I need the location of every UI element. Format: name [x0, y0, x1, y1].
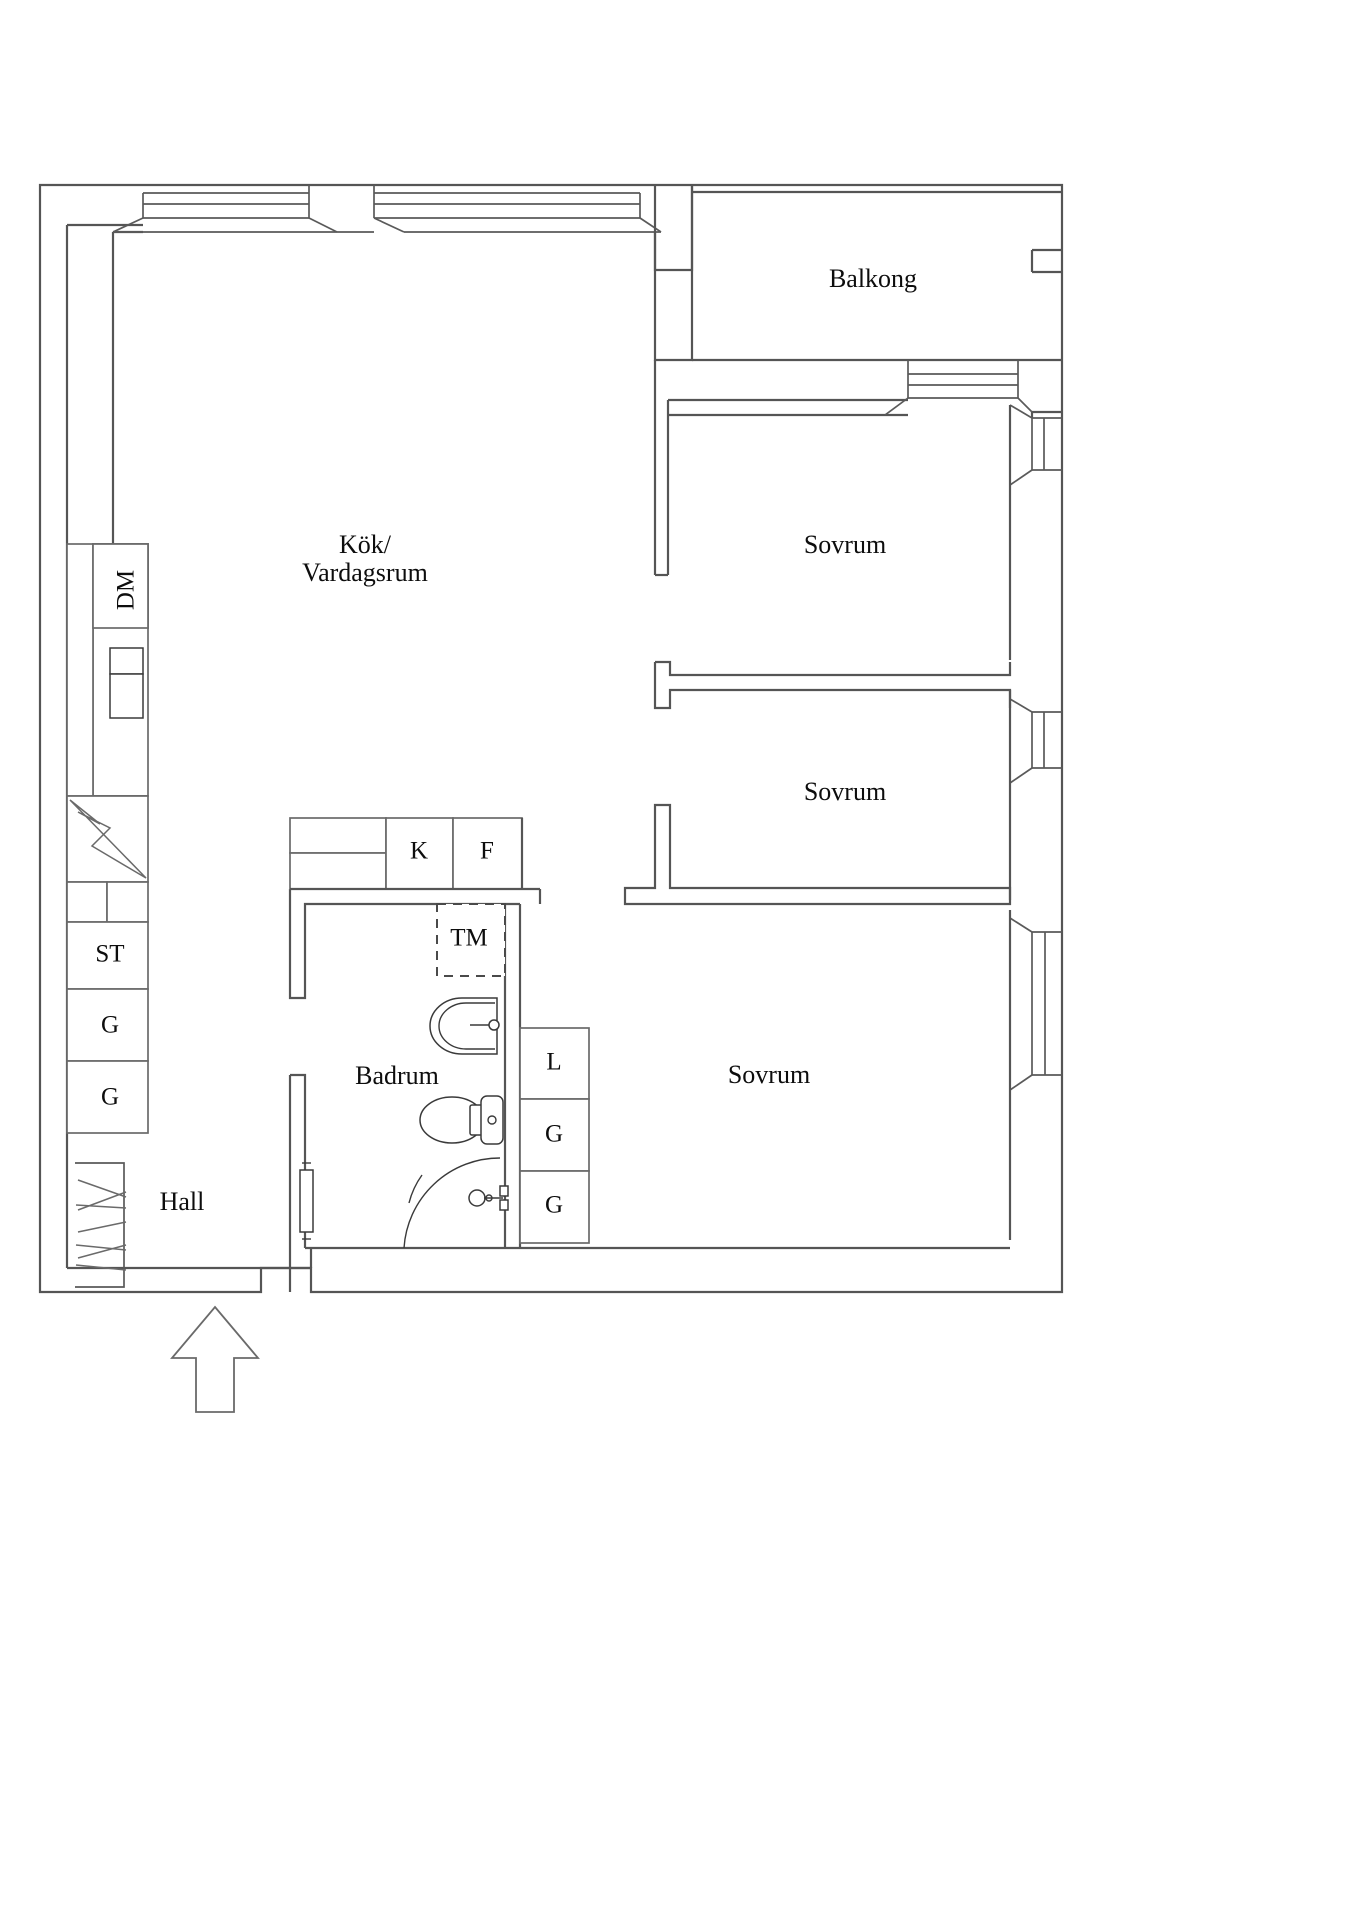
cabinet-top-shelf[interactable] — [289, 817, 387, 854]
washbasin-tap — [488, 1019, 500, 1031]
hall-closet-column — [519, 1027, 590, 1244]
label-st: ST — [95, 941, 124, 968]
wardrobe-unit-g3[interactable] — [519, 1098, 590, 1172]
label-g-kitchen-1: G — [101, 1012, 119, 1039]
entrance-arrow-shape — [170, 1305, 260, 1413]
tumble-dryer-box[interactable] — [436, 903, 506, 977]
label-sovrum-2: Sovrum — [804, 777, 886, 806]
label-l: L — [546, 1049, 561, 1076]
shower-valve-bottom — [499, 1199, 509, 1211]
shower-valve-top — [499, 1185, 509, 1197]
storage-unit-st[interactable] — [66, 921, 149, 990]
bathroom-walls — [261, 889, 1010, 1292]
label-g-hall-1: G — [545, 1121, 563, 1148]
label-k: K — [410, 838, 428, 865]
small-unit-left[interactable] — [66, 881, 108, 923]
room-labels: Balkong Kök/ Vardagsrum Sovrum Sovrum So… — [160, 264, 917, 1216]
small-unit-right[interactable] — [106, 881, 149, 923]
kitchen-counter-units — [66, 543, 149, 1134]
label-sovrum-1: Sovrum — [804, 530, 886, 559]
label-dm: DM — [113, 570, 140, 610]
label-kok-line1: Kök/ — [339, 530, 392, 559]
shower-arc — [403, 1157, 501, 1249]
balcony — [653, 185, 1062, 362]
hatch-line-5 — [75, 1244, 127, 1251]
tumble-dryer[interactable] — [436, 903, 506, 977]
balcony-door-reveal-left — [884, 397, 909, 416]
shower-drain — [468, 1189, 486, 1207]
window1-reveal-right — [308, 217, 338, 233]
bathroom-top-left-wall — [288, 889, 520, 1000]
wardrobe-unit-g2[interactable] — [66, 1060, 149, 1134]
label-g-kitchen-2: G — [101, 1084, 119, 1111]
hall-hatched-unit — [75, 1162, 127, 1288]
hatch-line-2 — [77, 1191, 127, 1211]
hatch-line-7 — [75, 1264, 127, 1271]
upper-kitchen-cabinets — [289, 817, 542, 904]
sv1-sv2-wall-top — [655, 660, 1012, 677]
hatch-line-3 — [75, 1204, 127, 1209]
label-sovrum-3: Sovrum — [728, 1060, 810, 1089]
sv3-win-reveal-top — [1009, 917, 1033, 933]
right-wall-windows — [1008, 404, 1062, 1240]
sv1-sv2-wall-bottom — [653, 662, 1012, 710]
hatch-line-6 — [77, 1244, 127, 1259]
hall-rack-outline — [75, 1162, 125, 1288]
wardrobe-unit-g4[interactable] — [519, 1170, 590, 1244]
shower-arc-inner — [408, 1174, 423, 1204]
wardrobe-unit-g1[interactable] — [66, 988, 149, 1062]
label-f: F — [480, 838, 494, 865]
window2-reveal-left — [373, 217, 405, 233]
hatch-line-4 — [77, 1221, 127, 1233]
label-g-hall-2: G — [545, 1192, 563, 1219]
balcony-left-wall — [653, 185, 694, 362]
balcony-left-pier — [653, 185, 694, 272]
label-kok-line2: Vardagsrum — [302, 558, 428, 587]
label-hall: Hall — [160, 1187, 205, 1216]
window2-reveal-right — [639, 217, 662, 233]
sv1-win-reveal-bottom — [1009, 469, 1033, 486]
label-tm: TM — [450, 925, 488, 952]
lightning-icon — [69, 799, 147, 879]
hatch-line-1 — [77, 1179, 127, 1198]
sv1-win-reveal-top — [1009, 404, 1033, 419]
kitchen-counter-back-strip — [66, 543, 94, 797]
washbasin-inner — [438, 1002, 495, 1050]
balcony-door-wall — [653, 360, 1062, 577]
dishwasher-unit[interactable] — [92, 543, 149, 629]
entrance-arrow — [170, 1305, 260, 1413]
kitchen-windows — [112, 185, 662, 233]
fixture-labels: DM ST G G K F TM L G G — [95, 570, 563, 1219]
fridge-unit[interactable] — [452, 817, 523, 890]
label-balkong: Balkong — [829, 264, 917, 293]
sv2-win-reveal-top — [1009, 698, 1033, 713]
sv3-win-reveal-bottom — [1009, 1074, 1033, 1091]
bathroom-fixtures — [403, 997, 509, 1249]
laundry-unit-l[interactable] — [519, 1027, 590, 1100]
kitchen-sink-basin-2 — [109, 673, 144, 719]
shower-head-dot — [485, 1194, 493, 1202]
washbasin-bowl — [429, 997, 498, 1055]
partition-sovrum2-sovrum3 — [623, 803, 1012, 906]
sv2-sv3-wall — [623, 803, 1012, 906]
balcony-door-reveal-right — [1017, 397, 1033, 413]
toilet-cistern — [480, 1095, 504, 1145]
sv2-win-reveal-bottom — [1009, 767, 1033, 784]
cabinet-bottom-shelf[interactable] — [289, 852, 387, 890]
bathroom-door[interactable] — [299, 1162, 314, 1240]
partition-sovrum1-sovrum2 — [653, 660, 1012, 710]
toilet-flush-button — [487, 1115, 497, 1125]
door-leaf[interactable] — [299, 1169, 314, 1233]
window1-reveal-left — [112, 217, 144, 233]
label-badrum: Badrum — [355, 1061, 439, 1090]
kitchen-sink-basin-1 — [109, 647, 144, 675]
